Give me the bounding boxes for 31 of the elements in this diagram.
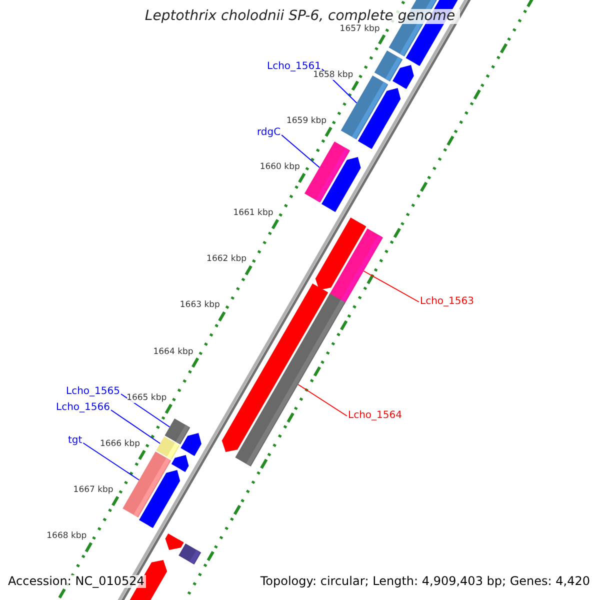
scale-label: 1664 kbp xyxy=(153,348,194,357)
scale-label: 1659 kbp xyxy=(286,116,327,126)
footer-text: Accession: NC_010524 xyxy=(6,575,146,588)
scale-label: 1663 kbp xyxy=(180,301,220,311)
scale-label: 1660 kbp xyxy=(260,162,300,172)
gene-label: tgt xyxy=(68,435,82,446)
gene-feature xyxy=(235,294,346,466)
leader-line xyxy=(363,270,420,302)
gene-feature xyxy=(304,142,350,202)
gene-label: Lcho_1566 xyxy=(56,402,110,413)
scale-label: 1657 kbp xyxy=(340,24,380,34)
footer-text: Topology: circular; Length: 4,909,403 bp; Genes: 4,420 xyxy=(258,575,592,588)
leader-line xyxy=(82,442,140,480)
gene-label: rdgC xyxy=(257,127,281,138)
gene-feature xyxy=(328,228,383,304)
gene-label: Lcho_1565 xyxy=(66,386,120,397)
leader-line xyxy=(281,134,320,168)
scale-label: 1665 kbp xyxy=(126,394,167,404)
gene-label: Lcho_1564 xyxy=(348,410,402,421)
scale-label: 1661 kbp xyxy=(233,209,274,218)
scale-label: 1666 kbp xyxy=(100,440,140,450)
scale-label: 1658 kbp xyxy=(313,70,354,80)
scale-label: 1668 kbp xyxy=(46,532,87,542)
gene-label: Lcho_1561 xyxy=(267,61,321,72)
leader-line xyxy=(110,410,161,444)
leader-line xyxy=(298,384,348,416)
scale-label: 1662 kbp xyxy=(206,255,247,265)
leader-line xyxy=(120,394,170,428)
gene-label: Lcho_1563 xyxy=(420,296,474,307)
gene-feature xyxy=(122,452,172,518)
scale-label: 1667 kbp xyxy=(73,486,114,496)
